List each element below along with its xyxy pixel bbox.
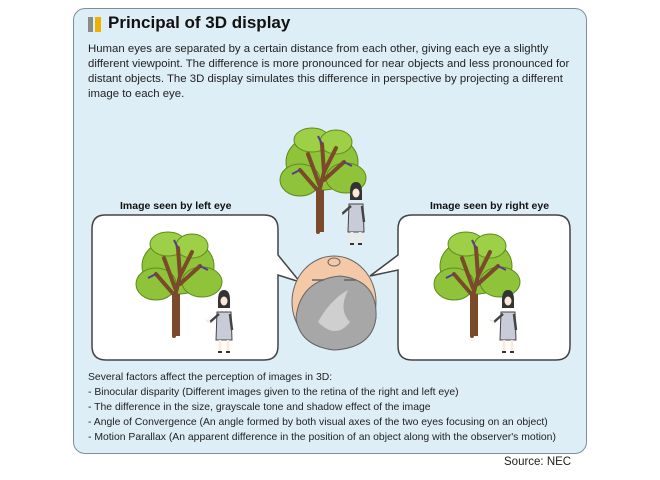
factor-item-size-tone: - The difference in the size, grayscale … (88, 402, 431, 413)
factor-item-binocular: - Binocular disparity (Different images … (88, 387, 459, 398)
viewer-head-icon (291, 255, 377, 351)
factor-item-convergence: - Angle of Convergence (An angle formed … (88, 417, 548, 428)
left-eye-label: Image seen by left eye (120, 200, 232, 212)
title-marker-icon (88, 17, 93, 32)
source-credit: Source: NEC (504, 456, 572, 468)
factors-list: Several factors affect the perception of… (88, 370, 580, 445)
panel-title: Principal of 3D display (108, 13, 291, 32)
right-eye-label: Image seen by right eye (430, 200, 550, 212)
intro-paragraph: Human eyes are separated by a certain di… (88, 43, 570, 100)
title-marker-accent-icon (95, 17, 101, 32)
factor-item-parallax: - Motion Parallax (An apparent differenc… (88, 432, 556, 443)
factors-heading: Several factors affect the perception of… (88, 372, 333, 383)
